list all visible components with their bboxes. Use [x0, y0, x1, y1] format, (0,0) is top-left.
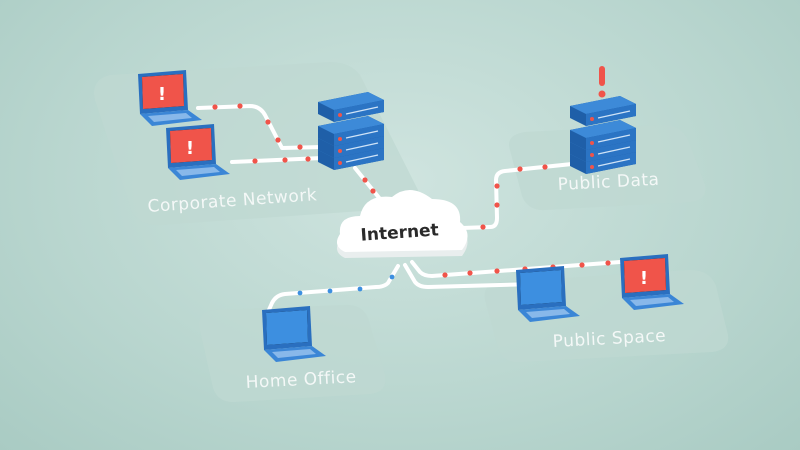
link-internet-homeoffice — [266, 264, 400, 314]
server-corporate[interactable] — [317, 91, 385, 171]
alert-icon: ! — [640, 268, 648, 289]
link-laptop1-server — [196, 104, 324, 150]
laptop-corporate-1-compromised[interactable]: ! — [138, 70, 202, 126]
threat-dots — [212, 103, 611, 278]
server-public-data[interactable] — [569, 95, 637, 175]
laptop-corporate-2-compromised[interactable]: ! — [166, 124, 230, 180]
laptop-public-space-compromised[interactable]: ! — [620, 254, 684, 310]
internet-cloud[interactable]: Internet — [336, 189, 468, 258]
laptop-public-space-safe[interactable] — [516, 266, 580, 322]
safe-dots — [297, 274, 395, 296]
alert-icon: ! — [186, 138, 194, 159]
exclamation-alert-icon — [598, 66, 606, 98]
alert-icon: ! — [158, 84, 166, 105]
link-internet-publicdata — [460, 162, 574, 230]
link-internet-publicspace — [410, 260, 622, 278]
link-internet-publicspace-2 — [403, 263, 537, 289]
laptop-home-office[interactable] — [262, 306, 326, 362]
